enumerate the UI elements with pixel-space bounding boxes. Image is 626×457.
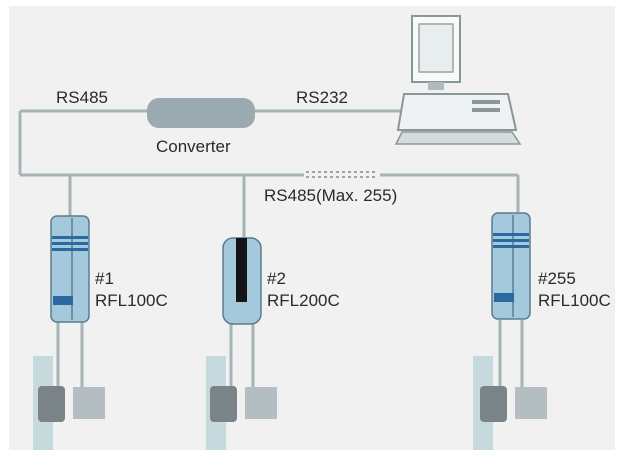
reader-255-number: #255 bbox=[538, 269, 576, 288]
reader-2-number: #2 bbox=[267, 269, 286, 288]
reader-1-model: RFL100C bbox=[95, 291, 168, 310]
bus-wiring bbox=[18, 109, 520, 240]
reader-255-device bbox=[480, 212, 547, 422]
converter-box bbox=[147, 98, 255, 128]
rs232-label: RS232 bbox=[296, 88, 348, 107]
reader-255-model: RFL100C bbox=[538, 291, 611, 310]
rs485-top-label: RS485 bbox=[56, 88, 108, 107]
reader-1-number: #1 bbox=[95, 269, 114, 288]
computer-icon bbox=[394, 15, 522, 145]
bus-dotted-gap bbox=[306, 171, 378, 178]
reader-1-device bbox=[38, 215, 105, 422]
converter-label: Converter bbox=[156, 137, 231, 156]
rs485-bus-label: RS485(Max. 255) bbox=[264, 186, 398, 205]
reader-2-model: RFL200C bbox=[267, 291, 340, 310]
reader-2-device bbox=[210, 237, 277, 422]
